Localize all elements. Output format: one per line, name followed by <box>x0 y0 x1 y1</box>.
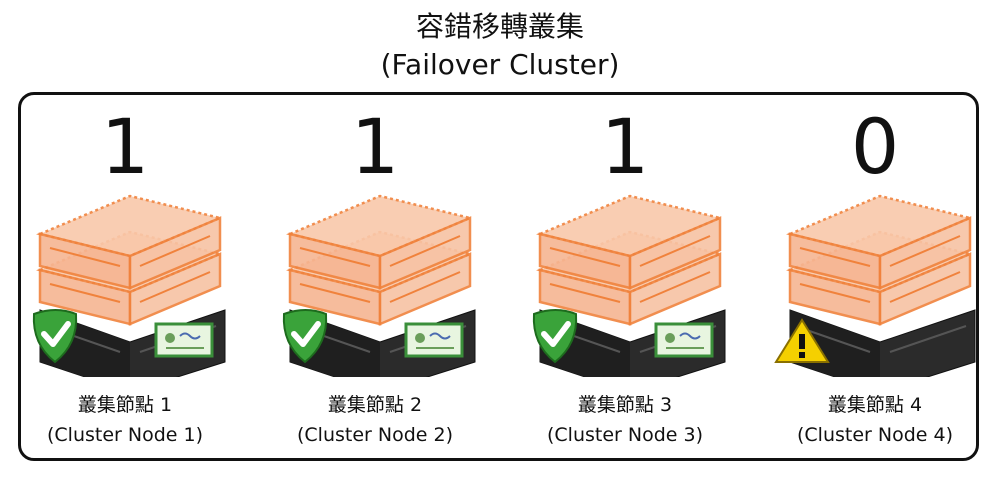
node-count: 1 <box>350 102 400 191</box>
green-shield-check-icon <box>282 309 328 364</box>
node-label-en: (Cluster Node 4) <box>796 424 954 446</box>
certificate-icon <box>404 322 464 358</box>
diagram-title: 容錯移轉叢集 <box>415 10 584 43</box>
node-label-zh: 叢集節點 3 <box>577 394 673 416</box>
node-label-zh: 叢集節點 4 <box>827 394 923 416</box>
node-label-zh: 叢集節點 2 <box>327 394 423 416</box>
node-label-en: (Cluster Node 3) <box>546 424 704 446</box>
server-icon <box>282 194 476 377</box>
cluster-node-1: 1 叢集節點 1 (Cluster Node 1) <box>0 92 250 461</box>
server-icon <box>32 194 226 377</box>
green-shield-check-icon <box>532 309 578 364</box>
node-count: 0 <box>850 102 900 191</box>
node-label-en: (Cluster Node 2) <box>296 424 454 446</box>
server-icon <box>774 194 976 377</box>
cluster-node-4: 0 叢集節點 4 (Cluster Node 4) <box>750 92 1000 461</box>
warning-triangle-icon <box>774 318 830 363</box>
server-icon <box>532 194 726 377</box>
cluster-node-3: 1 叢集節點 3 (Cluster Node 3) <box>500 92 750 461</box>
certificate-icon <box>654 322 714 358</box>
cluster-node-2: 1 叢集節點 2 (Cluster Node 2) <box>250 92 500 461</box>
node-count: 1 <box>100 102 150 191</box>
node-count: 1 <box>600 102 650 191</box>
node-label-en: (Cluster Node 1) <box>46 424 204 446</box>
diagram-subtitle: (Failover Cluster) <box>380 48 620 81</box>
certificate-icon <box>154 322 214 358</box>
cluster-panel <box>18 92 979 461</box>
green-shield-check-icon <box>32 309 78 364</box>
node-label-zh: 叢集節點 1 <box>77 394 173 416</box>
